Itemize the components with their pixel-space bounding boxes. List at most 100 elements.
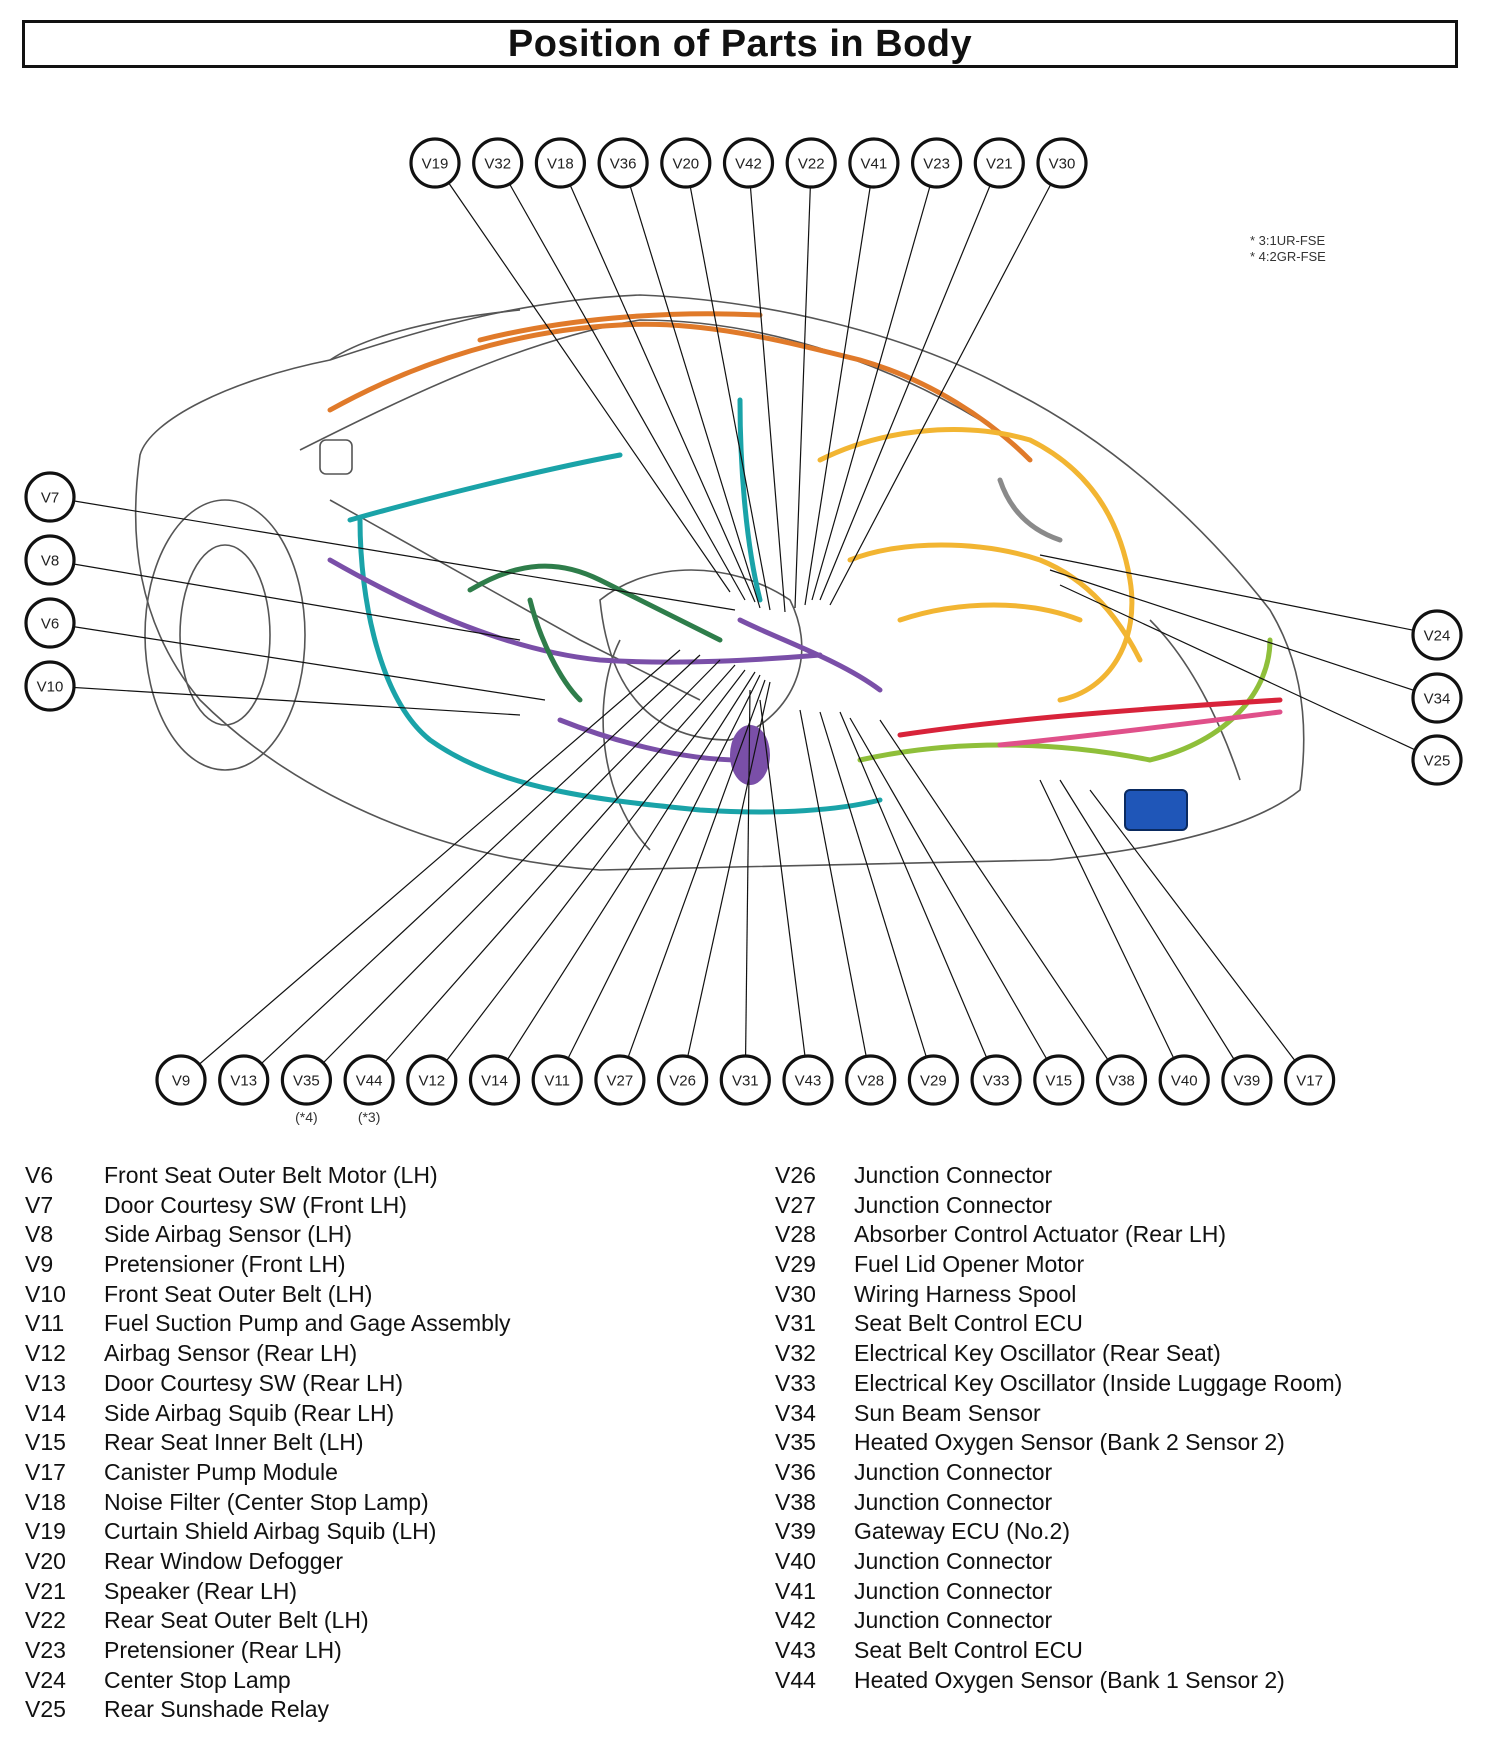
harness-wire (737, 617, 883, 693)
callout-circle (1095, 1054, 1148, 1106)
callout-v29: V29 (907, 1054, 960, 1106)
legend-code: V8 (25, 1221, 54, 1248)
legend-description: Absorber Control Actuator (Rear LH) (854, 1221, 1226, 1248)
leader-v28 (799, 709, 872, 1081)
callout-v28: V28 (845, 1054, 897, 1106)
legend-description: Heated Oxygen Sensor (Bank 1 Sensor 2) (854, 1666, 1285, 1693)
legend-description: Wiring Harness Spool (854, 1280, 1077, 1307)
callout-circle (468, 1054, 521, 1106)
ecu-box (1124, 789, 1188, 831)
callout-label: V32 (484, 156, 511, 173)
leader-v39 (1059, 779, 1248, 1081)
callout-label: V22 (798, 156, 825, 173)
callout-circle (24, 534, 76, 586)
callout-label: V41 (861, 156, 888, 173)
callout-circle (534, 137, 587, 189)
callout-v42: V42 (722, 137, 775, 189)
legend-description: Junction Connector (854, 1577, 1053, 1604)
legend-description: Rear Seat Outer Belt (LH) (104, 1607, 369, 1634)
legend-code: V19 (25, 1518, 66, 1545)
legend-description: Sun Beam Sensor (854, 1399, 1041, 1426)
callout-label: V11 (544, 1073, 570, 1090)
callout-label: V44 (356, 1073, 383, 1090)
harness-wire (477, 311, 763, 343)
legend-code: V15 (25, 1429, 66, 1456)
harness-wire (527, 597, 583, 703)
harness-wire (327, 557, 823, 665)
callout-circle (845, 1054, 897, 1106)
callout-circle (218, 1054, 270, 1106)
callout-v36: V36 (597, 137, 649, 189)
callout-v43: V43 (782, 1054, 834, 1106)
leader-v42 (747, 162, 786, 613)
legend-code: V39 (775, 1518, 816, 1545)
harness-wire (997, 709, 1283, 748)
callout-circle (785, 137, 837, 189)
callout-circle (910, 137, 963, 189)
legend-code: V27 (775, 1191, 816, 1218)
harness-wire (997, 477, 1063, 543)
callout-circle (1033, 1054, 1085, 1106)
harness-wire (857, 637, 1273, 763)
callout-circle (343, 1054, 395, 1106)
leader-v22 (794, 162, 812, 609)
legend-description: Rear Seat Inner Belt (LH) (104, 1429, 364, 1456)
leader-v15 (849, 717, 1060, 1081)
callout-circle (1411, 672, 1463, 724)
callout-v26: V26 (656, 1054, 709, 1106)
callout-v40: V40 (1158, 1054, 1210, 1106)
callout-label: V9 (172, 1073, 190, 1090)
callout-circle (719, 1054, 771, 1106)
callout-circle (656, 1054, 709, 1106)
legend-code: V17 (25, 1458, 66, 1485)
legend-description: Electrical Key Oscillator (Rear Seat) (854, 1340, 1221, 1367)
callout-v23: V23 (910, 137, 963, 189)
legend-code: V14 (25, 1399, 66, 1426)
legend-description: Front Seat Outer Belt (LH) (104, 1280, 373, 1307)
callout-circle (409, 137, 461, 189)
legend-description: Noise Filter (Center Stop Lamp) (104, 1488, 429, 1515)
callout-circle (24, 660, 76, 712)
callout-label: V28 (857, 1073, 884, 1090)
leader-v31 (744, 689, 751, 1081)
engine-notes: * 3:1UR-FSE * 4:2GR-FSE (1250, 233, 1326, 265)
leader-v34 (1049, 569, 1438, 699)
callout-v35: V35 (280, 1054, 332, 1106)
callout-label: V24 (1424, 628, 1451, 645)
callout-label: V25 (1424, 753, 1451, 770)
legend-code: V24 (25, 1666, 66, 1693)
callout-v33: V33 (970, 1054, 1022, 1106)
callout-v19: V19 (409, 137, 461, 189)
leader-v20 (685, 162, 771, 611)
legend-code: V11 (25, 1310, 65, 1337)
callout-circle (973, 137, 1025, 189)
legend-code: V29 (775, 1251, 816, 1278)
callout-label: V21 (986, 156, 1013, 173)
callout-label: V19 (422, 156, 449, 173)
legend-description: Canister Pump Module (104, 1458, 338, 1485)
leader-v23 (811, 162, 938, 601)
harness-wire (737, 397, 763, 603)
callout-v20: V20 (660, 137, 712, 189)
legend-code: V12 (25, 1340, 66, 1367)
wiring-harness-art (327, 311, 1283, 831)
callout-note: (*3) (358, 1109, 381, 1125)
callout-circle (1158, 1054, 1210, 1106)
legend-code: V41 (775, 1577, 816, 1604)
legend-description: Curtain Shield Airbag Squib (LH) (104, 1518, 437, 1545)
legend-code: V20 (25, 1547, 66, 1574)
leader-v13 (243, 654, 701, 1081)
legend-code: V28 (775, 1221, 816, 1248)
note-line: * 3:1UR-FSE (1250, 233, 1326, 248)
legend-code: V21 (25, 1577, 66, 1604)
callout-circle (280, 1054, 332, 1106)
callout-label: V39 (1234, 1073, 1261, 1090)
legend-code: V42 (775, 1607, 816, 1634)
leader-v11 (556, 674, 761, 1081)
callout-label: V10 (37, 679, 64, 696)
legend-code: V22 (25, 1607, 66, 1634)
callout-v6: V6 (24, 597, 76, 649)
leader-v25 (1059, 584, 1438, 761)
